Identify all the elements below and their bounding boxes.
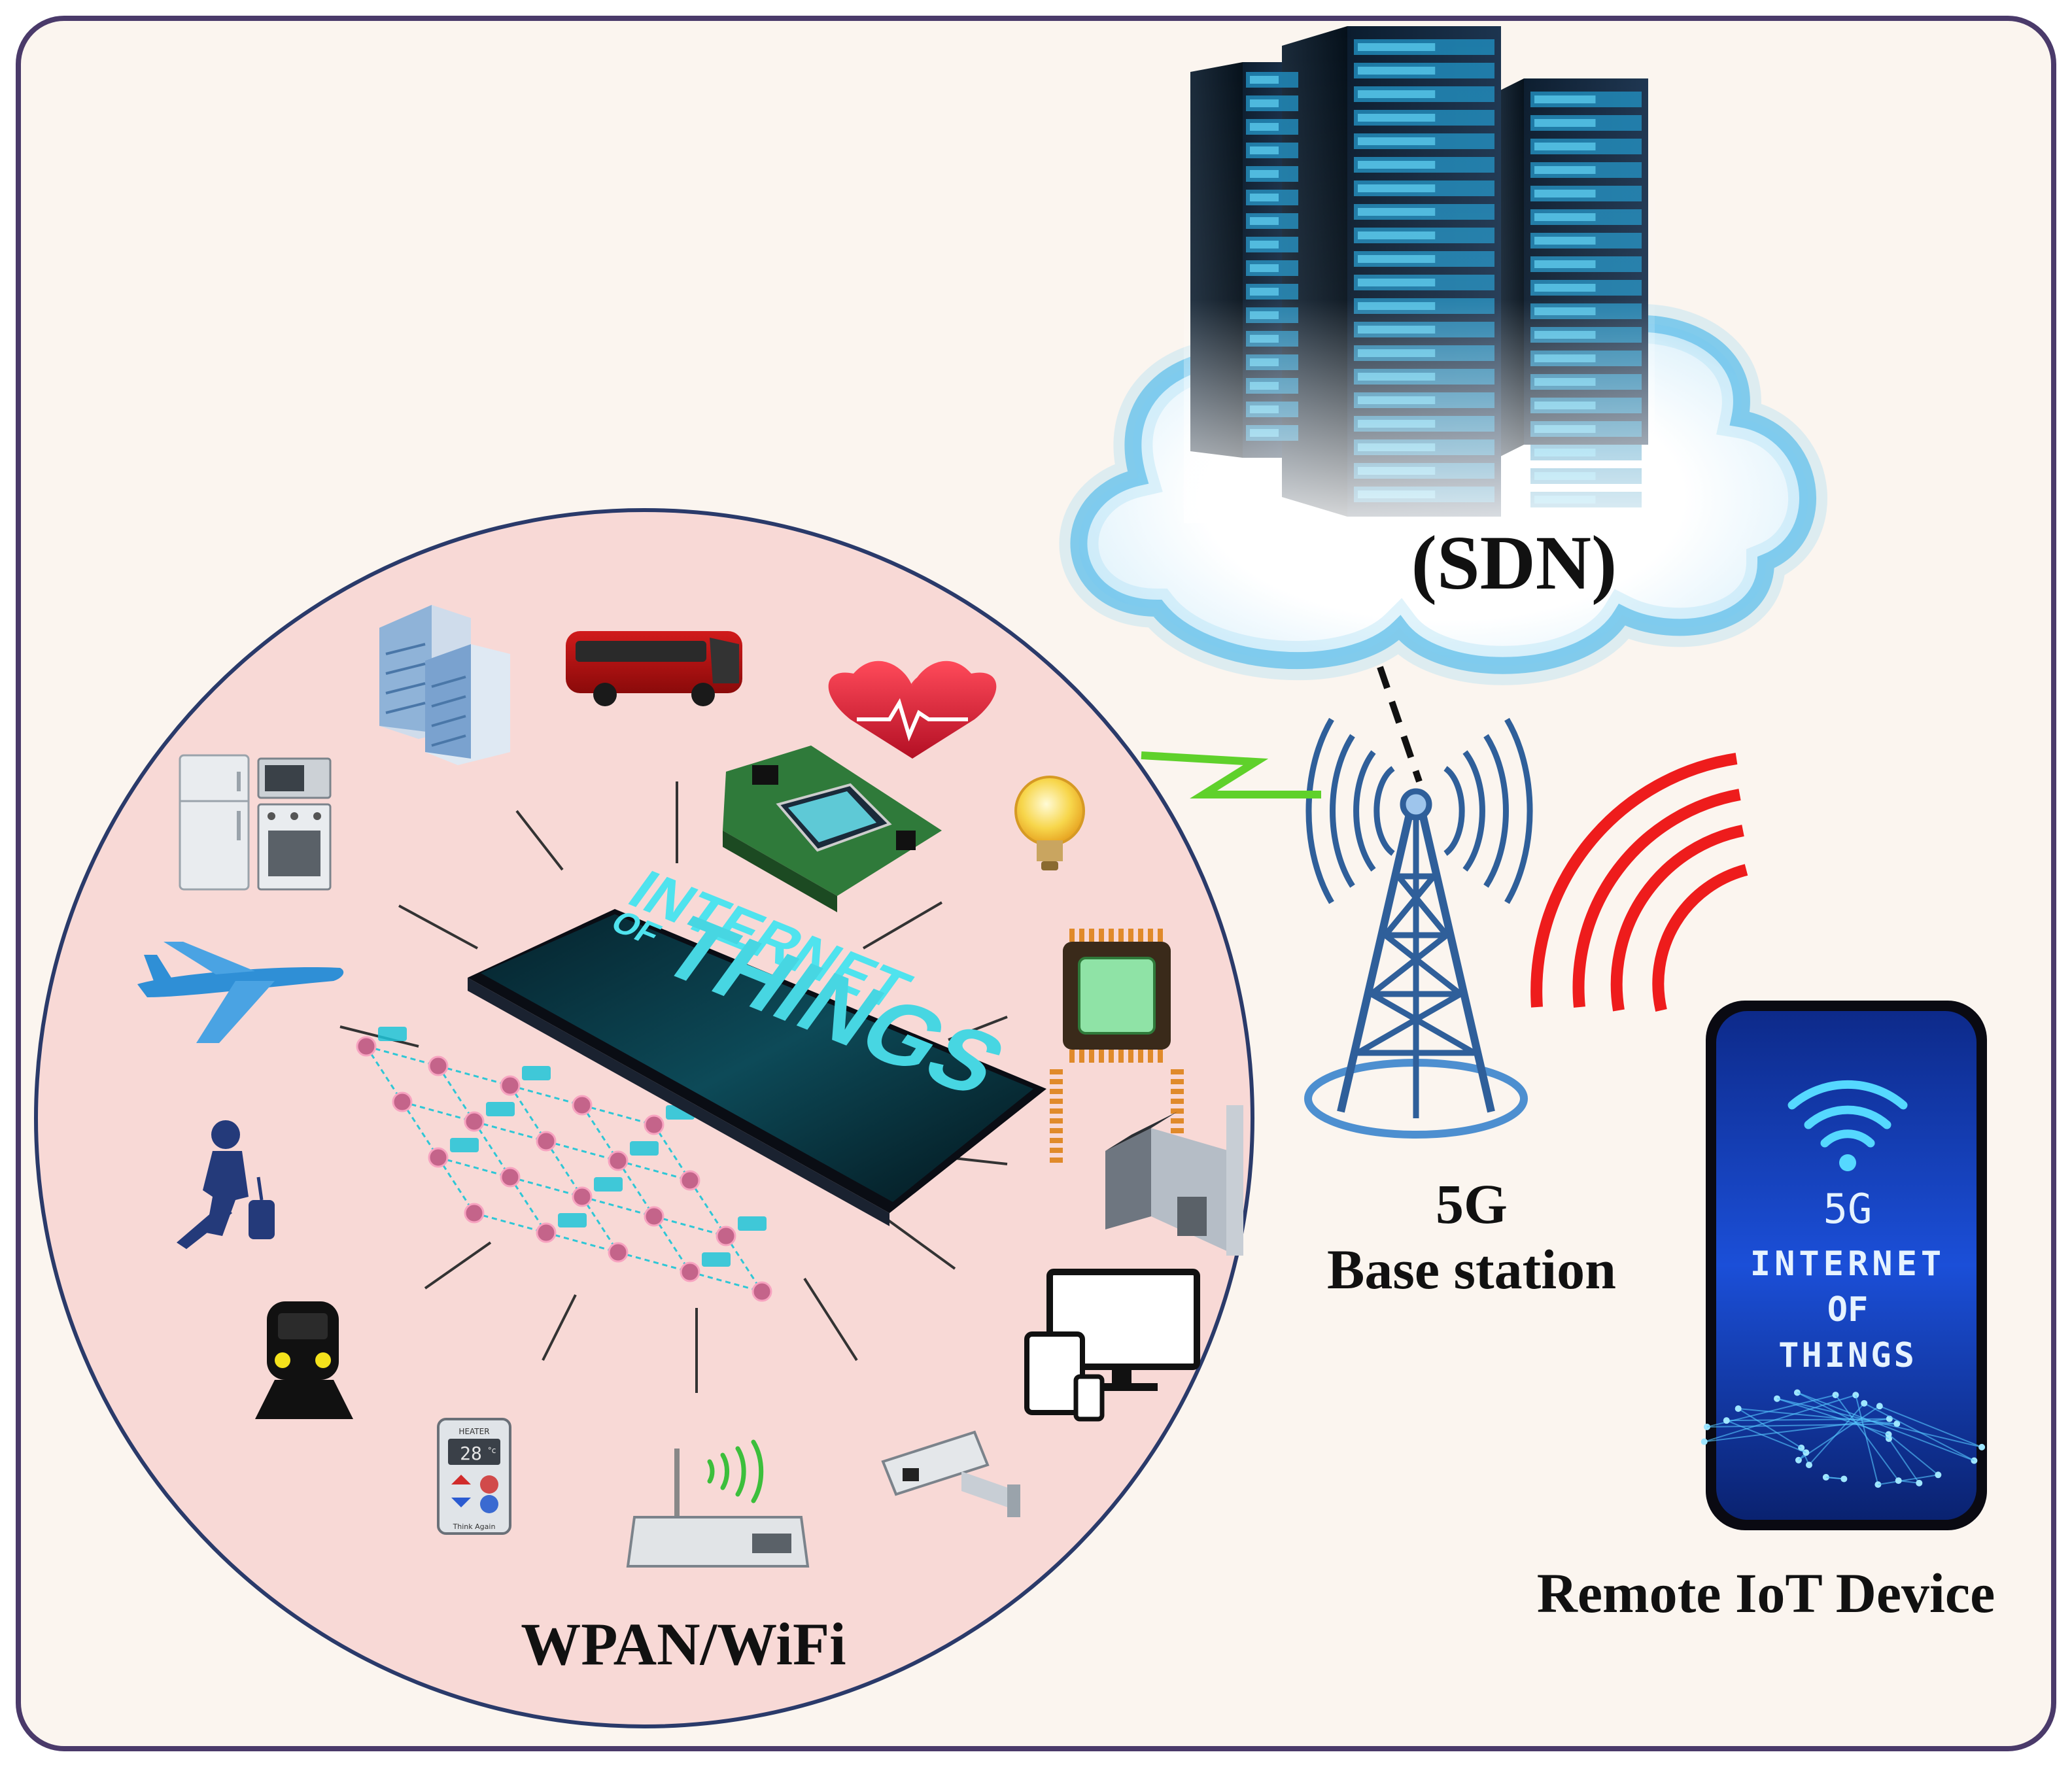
smartphone-icon: 5G INTERNET OF THINGS — [1701, 1001, 1987, 1530]
traveler-icon — [177, 1120, 275, 1249]
hub-network-graphic — [356, 1027, 772, 1302]
base-station-label-line1: 5G — [1436, 1173, 1508, 1235]
office-building-icon — [379, 605, 510, 765]
base-station-label-line2: Base station — [1327, 1238, 1616, 1301]
wireless-link-icon — [1141, 751, 1321, 798]
iot-smartphone-hub-icon: INTERNET OF THINGS — [356, 859, 1046, 1302]
wpan-circle — [34, 508, 1254, 1728]
wifi-icon — [1787, 1080, 1908, 1171]
signal-waves-icon — [1530, 753, 1748, 1012]
kitchen-stove-icon — [257, 757, 332, 891]
phone-of-text: OF — [1827, 1290, 1869, 1330]
phone-internet-text: INTERNET — [1750, 1244, 1945, 1284]
thermostat-reading-text: 28 — [460, 1443, 482, 1464]
thermostat-brand-text: HEATER — [458, 1427, 489, 1436]
heart-rate-icon — [828, 660, 997, 759]
phone-network-graphic — [1701, 1389, 1986, 1488]
phone-5g-text: 5G — [1823, 1185, 1873, 1233]
thermostat-unit-text: °c — [488, 1446, 496, 1455]
wifi-router-icon — [626, 1439, 810, 1568]
thermostat-tagline-text: Think Again — [453, 1522, 496, 1531]
train-icon — [255, 1301, 353, 1419]
wpan-wifi-label: WPAN/WiFi — [521, 1611, 846, 1677]
thermostat-icon: HEATER 28 °c Think Again — [437, 1418, 511, 1535]
connection-spokes — [339, 781, 1008, 1393]
bus-icon — [566, 631, 742, 706]
airplane-icon — [137, 942, 344, 1043]
sdn-label: (SDN) — [1411, 520, 1617, 606]
remote-iot-device-label: Remote IoT Device — [1537, 1562, 1995, 1624]
light-bulb-icon — [1014, 776, 1085, 870]
cell-tower-icon — [1304, 717, 1533, 1139]
circuit-board-icon — [723, 746, 942, 912]
server-rack-icon — [1184, 26, 1655, 523]
refrigerator-icon — [179, 754, 250, 891]
computer-devices-icon — [1024, 1269, 1200, 1422]
phone-things-text: THINGS — [1778, 1336, 1917, 1375]
cloud-tower-link — [1377, 666, 1423, 783]
factory-icon — [1105, 1105, 1243, 1256]
security-camera-icon — [881, 1430, 1020, 1517]
